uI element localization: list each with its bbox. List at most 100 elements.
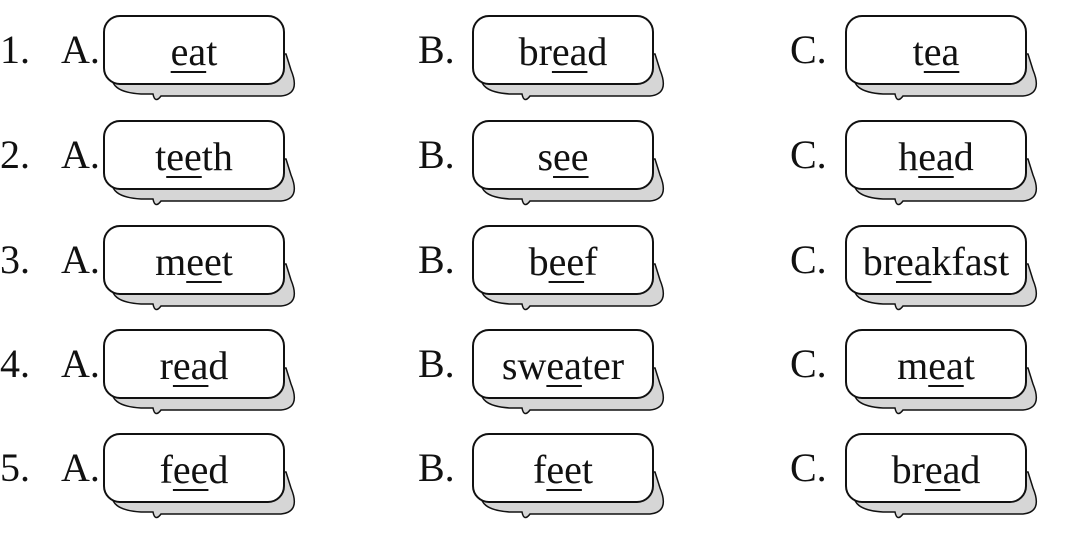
question-number: 5.: [0, 445, 30, 490]
word-underlined-letters: ee: [166, 134, 202, 179]
option-letter: A.: [61, 27, 100, 72]
option-letter: A.: [61, 445, 100, 490]
option-letter: B.: [418, 341, 455, 386]
speech-bubble-card-icon: [845, 329, 1038, 415]
word-post: t: [581, 447, 593, 492]
option-letter: B.: [418, 445, 455, 490]
option-letter: A.: [61, 132, 100, 177]
word-post: d: [953, 134, 974, 179]
word-pre: t: [155, 134, 167, 179]
word-pre: f: [159, 447, 173, 492]
word-post: ter: [581, 343, 625, 388]
word-pre: br: [891, 447, 925, 492]
word-pre: f: [533, 447, 547, 492]
word-post: d: [960, 447, 981, 492]
word-underlined-letters: ea: [896, 239, 932, 284]
word-pre: br: [518, 29, 552, 74]
word-pre: t: [912, 29, 924, 74]
word-underlined-letters: ea: [170, 29, 207, 74]
speech-bubble-card-icon: [845, 15, 1038, 101]
speech-bubble-card-icon: [845, 433, 1038, 519]
word-underlined-letters: ee: [546, 447, 582, 492]
word-pre: sw: [501, 343, 547, 388]
speech-bubble-card-icon: [103, 329, 296, 415]
speech-bubble-card-icon: [472, 120, 665, 206]
speech-bubble-card-icon: [103, 225, 296, 311]
word-pre: b: [528, 239, 549, 284]
word-underlined-letters: ea: [928, 343, 964, 388]
word-underlined-letters: ea: [546, 343, 582, 388]
option-letter: A.: [61, 237, 100, 282]
word-post: kfast: [931, 239, 1010, 284]
option-letter: C.: [790, 237, 827, 282]
option-letter: C.: [790, 445, 827, 490]
word-pre: m: [155, 239, 187, 284]
word-post: t: [963, 343, 975, 388]
question-number: 4.: [0, 341, 30, 386]
word-pre: h: [898, 134, 919, 179]
word-post: d: [587, 29, 608, 74]
word-underlined-letters: ea: [918, 134, 954, 179]
word-underlined-letters: ea: [172, 343, 209, 388]
word-underlined-letters: ee: [172, 447, 209, 492]
option-letter: B.: [418, 27, 455, 72]
word-underlined-letters: ee: [553, 134, 589, 179]
option-letter: A.: [61, 341, 100, 386]
word-underlined-letters: ea: [924, 447, 961, 492]
question-number: 3.: [0, 237, 30, 282]
option-letter: C.: [790, 341, 827, 386]
speech-bubble-card-icon: [103, 15, 296, 101]
speech-bubble-card-icon: [472, 15, 665, 101]
word-post: t: [206, 29, 218, 74]
word-underlined-letters: ea: [923, 29, 960, 74]
question-number: 2.: [0, 132, 30, 177]
option-letter: B.: [418, 132, 455, 177]
speech-bubble-card-icon: [103, 433, 296, 519]
word-underlined-letters: ee: [548, 239, 585, 284]
speech-bubble-card-icon: [845, 225, 1038, 311]
word-post: f: [584, 239, 598, 284]
word-post: t: [221, 239, 233, 284]
option-letter: B.: [418, 237, 455, 282]
option-letter: C.: [790, 27, 827, 72]
word-underlined-letters: ea: [551, 29, 588, 74]
word-pre: r: [159, 343, 173, 388]
speech-bubble-card-icon: [845, 120, 1038, 206]
option-letter: C.: [790, 132, 827, 177]
word-post: th: [201, 134, 233, 179]
